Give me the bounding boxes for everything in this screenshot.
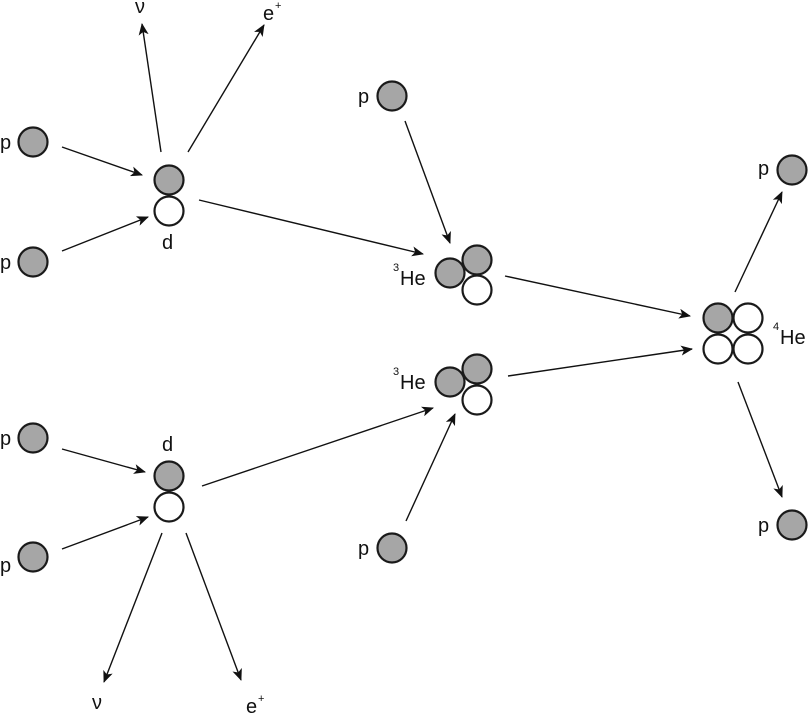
proton-p3 bbox=[376, 80, 408, 112]
proton-p6 bbox=[376, 532, 408, 564]
he3-top-neutron bbox=[461, 274, 493, 306]
deuteron-bottom-neutron bbox=[153, 491, 185, 523]
label-he4: He bbox=[780, 327, 806, 349]
proton-p4 bbox=[17, 422, 49, 454]
label-d-bottom: d bbox=[162, 434, 173, 456]
particles bbox=[17, 80, 808, 573]
label-he4-mass: 4 bbox=[773, 321, 779, 333]
arrow-d1-to-e1 bbox=[187, 24, 265, 153]
deuteron-bottom-proton bbox=[153, 460, 185, 492]
arrow-d1-to-he3a bbox=[198, 199, 424, 257]
label-he3-top: He bbox=[400, 268, 426, 290]
reaction-arrows bbox=[61, 23, 783, 683]
label-e-top: e bbox=[263, 3, 274, 25]
he4-proton-b bbox=[732, 333, 764, 365]
label-p4: p bbox=[0, 428, 11, 450]
he3-bottom-proton-a bbox=[434, 366, 466, 398]
arrow-p5-to-d2 bbox=[61, 516, 149, 550]
proton-p-bottom-right bbox=[776, 509, 808, 541]
label-p2: p bbox=[0, 252, 11, 274]
label-d-top: d bbox=[162, 232, 173, 254]
label-e-bottom-sup: + bbox=[258, 693, 264, 705]
deuteron-top-neutron bbox=[153, 195, 185, 227]
arrow-p2-to-d1 bbox=[61, 216, 149, 252]
proton-p-top-right bbox=[776, 154, 808, 186]
arrow-he3b-to-he4 bbox=[507, 345, 693, 377]
label-he3-bottom: He bbox=[400, 372, 426, 394]
label-e-bottom: e bbox=[246, 696, 257, 715]
he3-top-proton-a bbox=[434, 257, 466, 289]
arrow-p1-to-d1 bbox=[61, 146, 143, 177]
arrow-he3a-to-he4 bbox=[504, 275, 691, 319]
arrow-he4-to-p-top bbox=[734, 191, 783, 293]
he3-bottom-neutron bbox=[461, 384, 493, 416]
label-p-bottom-right: p bbox=[758, 515, 769, 537]
arrow-d2-to-e2 bbox=[185, 532, 242, 681]
label-nu-top: ν bbox=[135, 0, 145, 18]
arrow-p4-to-d2 bbox=[61, 448, 146, 474]
label-nu-bottom: ν bbox=[92, 692, 102, 714]
he4-neutron-b bbox=[702, 333, 734, 365]
deuteron-top-proton bbox=[153, 164, 185, 196]
label-p-top-right: p bbox=[758, 158, 769, 180]
label-e-top-sup: + bbox=[275, 0, 281, 12]
arrow-d2-to-nu2 bbox=[103, 532, 163, 683]
proton-p1 bbox=[17, 126, 49, 158]
arrow-d1-to-nu1 bbox=[138, 23, 162, 153]
arrow-he4-to-p-bottom bbox=[737, 381, 783, 498]
he4-proton-a bbox=[702, 302, 734, 334]
arrow-p6-to-he3b bbox=[405, 413, 456, 522]
proton-p2 bbox=[17, 246, 49, 278]
arrow-p3-to-he3a bbox=[404, 120, 451, 244]
he3-bottom-proton-b bbox=[461, 353, 493, 385]
label-he3-bottom-mass: 3 bbox=[393, 366, 399, 378]
he3-top-proton-b bbox=[461, 244, 493, 276]
arrow-d2-to-he3b bbox=[201, 406, 434, 487]
label-p6: p bbox=[358, 538, 369, 560]
label-p5: p bbox=[0, 555, 11, 577]
label-p3: p bbox=[358, 86, 369, 108]
proton-p5 bbox=[17, 541, 49, 573]
label-he3-top-mass: 3 bbox=[393, 262, 399, 274]
he4-neutron-a bbox=[732, 302, 764, 334]
label-p1: p bbox=[0, 132, 11, 154]
